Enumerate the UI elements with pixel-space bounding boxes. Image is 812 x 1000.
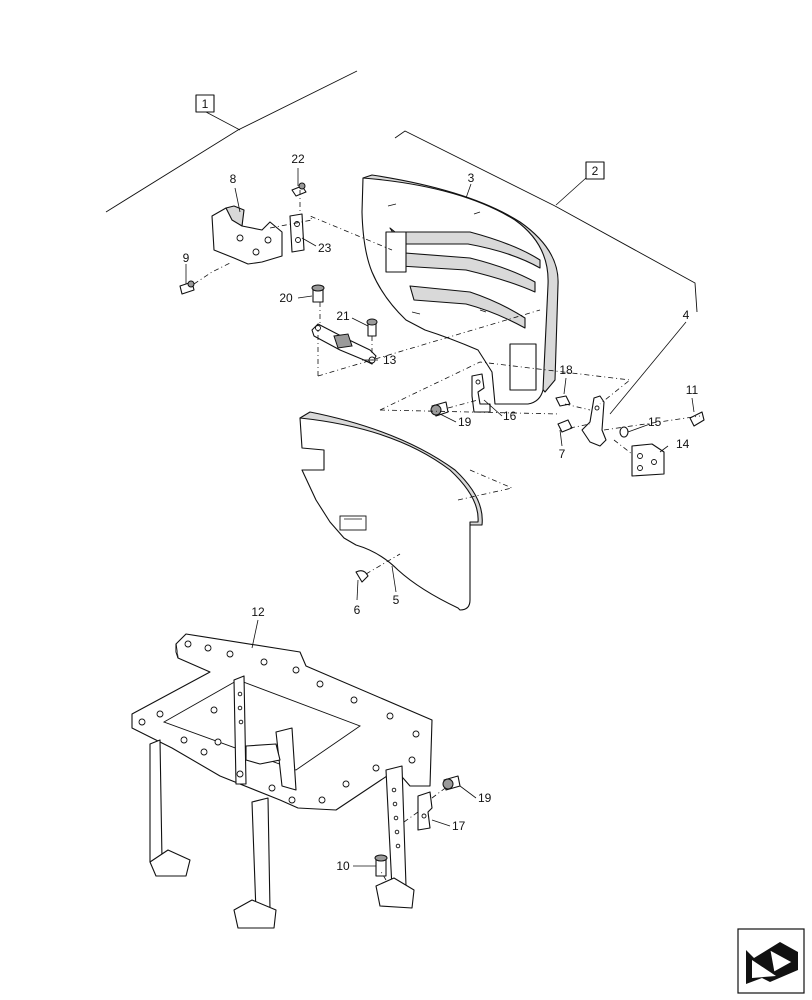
left-hinge-bracket[interactable] — [211, 205, 283, 265]
callout-21[interactable]: 21 — [336, 309, 350, 323]
callout-8[interactable]: 8 — [230, 172, 237, 186]
hinge-plate-23[interactable] — [289, 213, 305, 253]
clip-17[interactable] — [417, 791, 433, 831]
callout-13[interactable]: 13 — [383, 353, 397, 367]
callout-16[interactable]: 16 — [503, 409, 517, 423]
lower-weight-plate[interactable] — [299, 411, 483, 611]
callout-7[interactable]: 7 — [559, 447, 566, 461]
assembly-lines — [193, 190, 701, 881]
group-1-box[interactable] — [195, 94, 215, 113]
callout-6[interactable]: 6 — [354, 603, 361, 617]
arrow-navigation-icon[interactable] — [737, 928, 805, 994]
group-2-box[interactable] — [585, 161, 605, 180]
callout-19-lower[interactable]: 19 — [478, 791, 492, 805]
callout-22[interactable]: 22 — [291, 152, 305, 166]
callout-9[interactable]: 9 — [183, 251, 190, 265]
plate-lug-upper — [385, 231, 407, 273]
callout-14[interactable]: 14 — [676, 437, 690, 451]
callout-12[interactable]: 12 — [251, 605, 265, 619]
callout-23[interactable]: 23 — [318, 241, 332, 255]
callout-labels: 3 4 5 6 7 8 9 10 11 12 13 14 15 16 17 18… — [183, 152, 699, 873]
linkage-arm[interactable] — [311, 323, 377, 365]
leader-lines — [185, 168, 695, 867]
group-2-label: 2 — [592, 164, 599, 178]
callout-15[interactable]: 15 — [648, 415, 662, 429]
latch-bracket-4[interactable] — [581, 395, 607, 447]
support-frame[interactable] — [131, 633, 433, 929]
callout-18[interactable]: 18 — [559, 363, 573, 377]
callout-3[interactable]: 3 — [468, 171, 475, 185]
callout-4[interactable]: 4 — [683, 308, 690, 322]
callout-19-upper[interactable]: 19 — [458, 415, 472, 429]
upper-weight-plate[interactable] — [361, 174, 559, 405]
clip-16[interactable] — [471, 373, 491, 413]
hinge-plate-14[interactable] — [631, 443, 665, 477]
callout-5[interactable]: 5 — [393, 593, 400, 607]
group-2-bracket: 2 — [394, 130, 698, 313]
callout-17[interactable]: 17 — [452, 819, 466, 833]
callout-10[interactable]: 10 — [336, 859, 350, 873]
group-1-bracket: 1 — [105, 70, 358, 213]
group-1-label: 1 — [202, 97, 209, 111]
callout-20[interactable]: 20 — [279, 291, 293, 305]
callout-11[interactable]: 11 — [686, 383, 699, 397]
